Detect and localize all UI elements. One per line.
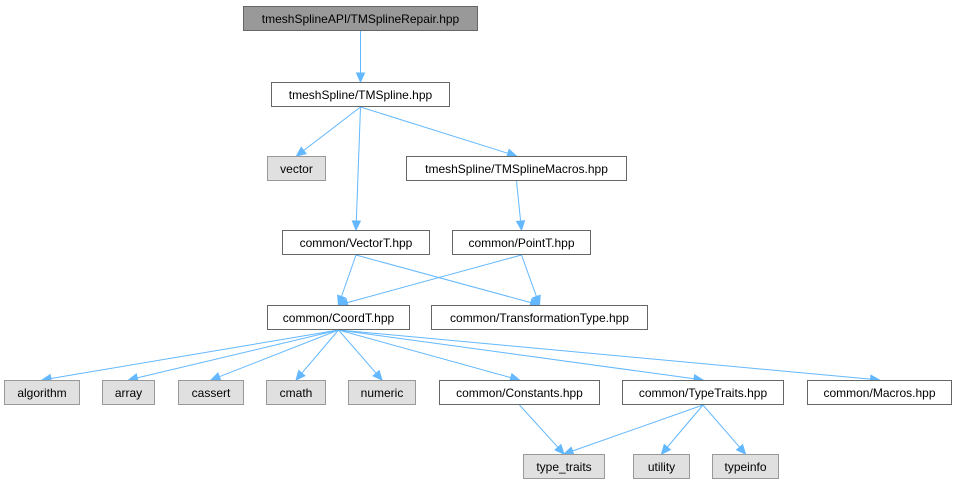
node-utility[interactable]: utility [633,454,690,479]
arrowhead-constants-to-type_traits [554,443,565,455]
edge-coordt-to-numeric [338,329,377,374]
node-typeinfo[interactable]: typeinfo [712,454,779,479]
arrowhead-pointt-to-transform [531,294,541,307]
edge-vectort-to-coordt [341,254,357,297]
node-pointt-hpp[interactable]: common/PointT.hpp [452,230,591,255]
edge-tmspline-to-vectort [355,106,361,222]
edge-coordt-to-array [137,329,339,379]
edge-pointt-to-coordt [347,254,522,304]
edge-typetraits-to-typeinfo [702,404,740,448]
node-transformationtype-hpp[interactable]: common/TransformationType.hpp [431,305,648,330]
node-tmspline-hpp[interactable]: tmeshSpline/TMSpline.hpp [271,82,450,107]
edge-pointt-to-transform [521,254,537,297]
edge-coordt-to-algorithm [50,329,339,379]
arrowhead-tmspline-to-vectort [351,220,362,232]
arrowhead-typetraits-to-utility [660,443,672,455]
node-cassert[interactable]: cassert [178,380,244,405]
node-cmath[interactable]: cmath [266,380,326,405]
edge-constants-to-type_traits [519,404,559,448]
arrowhead-vectort-to-coordt [337,294,347,307]
arrowhead-tmspline-to-vector [295,146,307,157]
node-macros-hpp[interactable]: common/Macros.hpp [807,380,952,405]
node-tmsplinerepair-hpp[interactable]: tmeshSplineAPI/TMSplineRepair.hpp [243,6,478,31]
edge-coordt-to-typetraits [338,329,695,380]
node-numeric[interactable]: numeric [348,380,416,405]
edge-tmspline-to-macros_tm [360,106,509,154]
edge-typetraits-to-utility [666,404,704,448]
node-coordt-hpp[interactable]: common/CoordT.hpp [267,305,410,330]
arrowhead-coordt-to-cmath [295,369,306,381]
edge-coordt-to-cassert [219,329,339,378]
edge-coordt-to-constants [338,329,511,379]
edge-macros_tm-to-pointt [516,180,522,222]
edge-coordt-to-macros [338,329,871,380]
node-array[interactable]: array [102,380,155,405]
node-type-traits[interactable]: type_traits [523,454,605,479]
node-vectort-hpp[interactable]: common/VectorT.hpp [282,230,430,255]
arrowhead-root-to-tmspline [355,72,366,84]
edge-coordt-to-cmath [301,329,339,374]
edge-tmspline-to-vector [303,106,361,151]
node-vector[interactable]: vector [267,156,326,181]
arrowhead-typetraits-to-typeinfo [735,443,747,455]
edge-typetraits-to-type_traits [572,404,704,452]
edge-vectort-to-transform [355,254,531,304]
arrowhead-macros_tm-to-pointt [515,220,526,232]
node-constants-hpp[interactable]: common/Constants.hpp [439,380,600,405]
node-algorithm[interactable]: algorithm [4,380,80,405]
node-tmsplinemacros-hpp[interactable]: tmeshSpline/TMSplineMacros.hpp [406,156,627,181]
node-typetraits-hpp[interactable]: common/TypeTraits.hpp [622,380,784,405]
arrowhead-coordt-to-numeric [372,369,383,381]
